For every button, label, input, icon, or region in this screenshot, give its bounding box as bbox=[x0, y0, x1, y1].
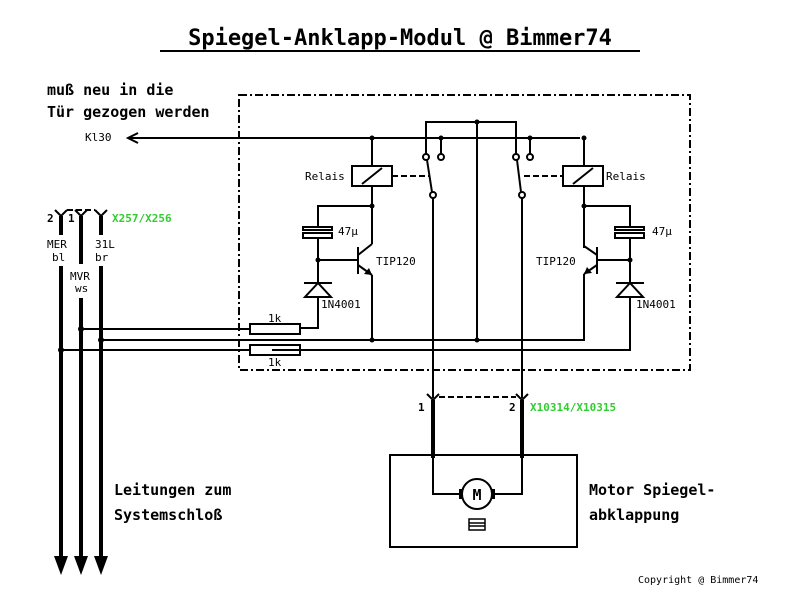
transistor-right-label: TIP120 bbox=[536, 255, 576, 268]
wire bbox=[494, 455, 523, 495]
transistor-right-collector bbox=[583, 245, 598, 256]
kl30-arrow-icon bbox=[125, 132, 139, 144]
diode-right-label: 1N4001 bbox=[636, 298, 676, 311]
arrow-down-icon bbox=[54, 556, 68, 575]
switch-right-contact bbox=[526, 153, 534, 161]
wire bbox=[272, 297, 631, 351]
diode-left-label: 1N4001 bbox=[321, 298, 361, 311]
copyright: Copyright @ Bimmer74 bbox=[638, 575, 758, 586]
motor-brush bbox=[492, 489, 495, 499]
switch-right-blade bbox=[516, 159, 522, 193]
resistor-bottom-label: 1k bbox=[268, 356, 282, 369]
wire-mer-name: MER bbox=[47, 238, 67, 251]
diode-right bbox=[614, 281, 646, 298]
switch-left-contact bbox=[429, 191, 437, 199]
wire-31l-name: 31L bbox=[95, 238, 115, 251]
capacitor-left-plate-bottom bbox=[302, 232, 333, 239]
wire bbox=[300, 297, 319, 329]
wire-mvr-color: ws bbox=[75, 282, 88, 295]
transistor-right-arrow-icon bbox=[584, 267, 592, 274]
capacitor-left-plate-top bbox=[302, 226, 333, 231]
wire-31l-color: br bbox=[95, 251, 109, 264]
connector-motor-pin-1: 1 bbox=[418, 401, 425, 414]
switch-left-contact bbox=[422, 153, 430, 161]
note-bottom-right-line1: Motor Spiegel- bbox=[589, 481, 715, 499]
relay-left-label: Relais bbox=[305, 170, 345, 183]
wire bbox=[432, 455, 460, 495]
note-bottom-right-line2: abklappung bbox=[589, 506, 679, 524]
diode-left bbox=[302, 281, 334, 298]
module-border bbox=[238, 94, 691, 371]
note-top-line1: muß neu in die bbox=[47, 81, 173, 99]
kl30-label: Kl30 bbox=[85, 131, 112, 144]
resistor-top bbox=[249, 323, 301, 335]
connector-left-code: X257/X256 bbox=[112, 212, 172, 225]
wire-mer-color: bl bbox=[52, 251, 65, 264]
wire bbox=[317, 205, 372, 226]
relay-right-label: Relais bbox=[606, 170, 646, 183]
switch-right-contact bbox=[512, 153, 520, 161]
arrow-down-icon bbox=[94, 556, 108, 575]
capacitor-left-label: 47µ bbox=[338, 225, 358, 238]
transistor-left-arrow-icon bbox=[364, 268, 372, 275]
resistor-top-label: 1k bbox=[268, 312, 282, 325]
arrow-down-icon bbox=[74, 556, 88, 575]
page-title: Spiegel-Anklapp-Modul @ Bimmer74 bbox=[188, 26, 612, 51]
connector-left-pin-2: 2 bbox=[47, 212, 54, 225]
capacitor-right-plate-bottom bbox=[614, 232, 645, 239]
capacitor-right-plate-top bbox=[614, 226, 645, 231]
relay-right-coil-slash bbox=[572, 167, 594, 185]
note-top-line2: Tür gezogen werden bbox=[47, 103, 210, 121]
wire bbox=[240, 274, 585, 341]
connector-left-fork-icon bbox=[54, 209, 68, 218]
note-bottom-left-line2: Systemschloß bbox=[114, 506, 222, 524]
motor-gear-icon bbox=[468, 518, 486, 531]
note-bottom-left-line1: Leitungen zum bbox=[114, 481, 231, 499]
switch-left-contact bbox=[437, 153, 445, 161]
switch-right-contact bbox=[518, 191, 526, 199]
connector-motor-pin-2: 2 bbox=[509, 401, 516, 414]
transistor-left-collector bbox=[357, 243, 373, 256]
capacitor-right-label: 47µ bbox=[652, 225, 672, 238]
connector-left-pin-1: 1 bbox=[68, 212, 75, 225]
connector-motor-code: X10314/X10315 bbox=[530, 401, 616, 414]
wire-mvr-name: MVR bbox=[70, 270, 90, 283]
relay-left-coil-slash bbox=[361, 167, 383, 185]
transistor-left-label: TIP120 bbox=[376, 255, 416, 268]
motor-housing bbox=[389, 454, 578, 548]
motor-brush bbox=[459, 489, 462, 499]
common-bracket-wire bbox=[425, 121, 517, 155]
connector-left-fork-icon bbox=[94, 209, 108, 218]
wire bbox=[584, 205, 631, 226]
switch-left-blade bbox=[426, 159, 433, 193]
motor-label: M bbox=[472, 486, 481, 504]
